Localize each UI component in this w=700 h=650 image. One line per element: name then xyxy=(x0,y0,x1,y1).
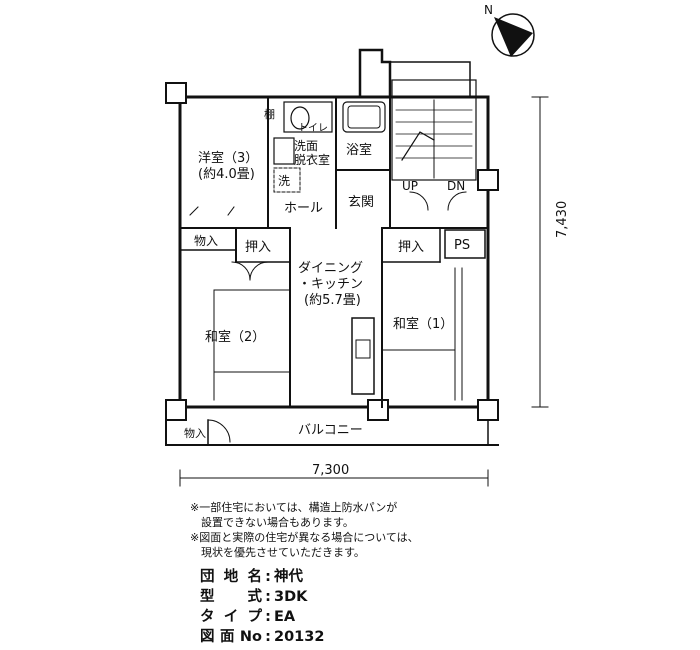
shelf-label: 棚 xyxy=(264,107,275,121)
toilet-bowl-icon xyxy=(290,106,310,130)
pillar xyxy=(477,169,499,191)
note-line: 設置できない場合もあります。 xyxy=(190,516,354,529)
spec-value: 20132 xyxy=(274,629,325,645)
pillar xyxy=(367,399,389,421)
pillar xyxy=(165,399,187,421)
spec-label: 団地名 xyxy=(200,569,262,585)
stair-arrow-icon xyxy=(401,131,435,161)
storage-label: 物入 xyxy=(194,234,218,248)
exterior-wall xyxy=(178,95,490,409)
toilet-room xyxy=(283,101,333,133)
spec-label: 図面No xyxy=(200,629,262,645)
stair-up-label: UP xyxy=(402,179,418,193)
pillar xyxy=(477,399,499,421)
japanese-room-1-label: 和室（1） xyxy=(393,316,453,332)
bath-label: 浴室 xyxy=(346,142,372,158)
spec-value: 神代 xyxy=(274,569,303,585)
dk-size: (約5.7畳) xyxy=(304,293,361,308)
door-swing xyxy=(447,191,467,211)
door-mark xyxy=(227,206,235,216)
bathtub-inner xyxy=(347,105,381,129)
floor-plan: N xyxy=(165,3,570,487)
spec-label: 型式 xyxy=(200,589,262,605)
spec-row: 図面No:20132 xyxy=(200,629,325,645)
spec-row: 型式:3DK xyxy=(200,589,308,605)
entrance-label: 玄関 xyxy=(348,195,374,210)
stair-wall xyxy=(389,61,471,98)
dk-label-2: ・キッチン xyxy=(298,277,363,292)
washer-space xyxy=(273,167,301,193)
closet-left-label: 押入 xyxy=(245,240,271,255)
compass: N xyxy=(484,3,535,57)
door-mark xyxy=(189,206,199,216)
spec-row: 団地名:神代 xyxy=(200,569,303,585)
door-swing xyxy=(409,191,429,211)
door-swing xyxy=(207,419,231,443)
hall-label: ホール xyxy=(284,201,323,216)
spec-value: EA xyxy=(274,609,296,625)
japanese-room-2-label: 和室（2） xyxy=(205,329,265,345)
spec-value: 3DK xyxy=(274,589,308,605)
balcony-label: バルコニー xyxy=(298,423,363,438)
sink-icon xyxy=(355,339,371,359)
ps-label: PS xyxy=(454,238,470,253)
washroom-label-2: 脱衣室 xyxy=(294,152,330,167)
ps-shaft xyxy=(444,229,486,259)
bump-wall xyxy=(358,48,392,99)
room-labels: 洋室（3） (約4.0畳) 棚 トイレ 洗面 脱衣室 洗 浴室 ホール 玄関 物… xyxy=(184,107,470,440)
stair-down-label: DN xyxy=(447,179,465,193)
kitchen-counter xyxy=(351,317,375,395)
compass-north-arrow-icon xyxy=(494,17,533,57)
door-swing xyxy=(249,261,269,281)
note-line: ※一部住宅においては、構造上防水パンが xyxy=(190,501,398,514)
compass-label: N xyxy=(484,3,493,17)
bathtub xyxy=(342,101,386,133)
pillar xyxy=(165,82,187,104)
spec-row: タイプ:EA xyxy=(200,609,296,625)
walls xyxy=(165,48,549,487)
depth-dimension-label: 7,430 xyxy=(555,201,570,238)
notes: ※一部住宅においては、構造上防水パンが 設置できない場合もあります。 ※図面と実… xyxy=(190,500,419,560)
washroom-label-1: 洗面 xyxy=(294,139,318,153)
western-room-size: (約4.0畳) xyxy=(198,167,255,182)
dk-label-1: ダイニング xyxy=(298,261,363,276)
door-swing xyxy=(231,261,251,281)
wash-basin xyxy=(273,137,295,165)
note-line: 現状を優先させていただきます。 xyxy=(190,546,365,559)
western-room-label: 洋室（3） xyxy=(198,150,258,166)
width-dimension-label: 7,300 xyxy=(312,463,349,478)
toilet-label: トイレ xyxy=(298,123,328,134)
spec-table: 団地名:神代 型式:3DK タイプ:EA 図面No:20132 xyxy=(200,567,324,647)
closet-right-label: 押入 xyxy=(398,240,424,255)
washer-label: 洗 xyxy=(278,174,290,188)
note-line: ※図面と実際の住宅が異なる場合については、 xyxy=(190,531,419,544)
balcony-storage-label: 物入 xyxy=(184,426,206,440)
spec-label: タイプ xyxy=(200,609,262,625)
stairwell xyxy=(391,79,477,181)
